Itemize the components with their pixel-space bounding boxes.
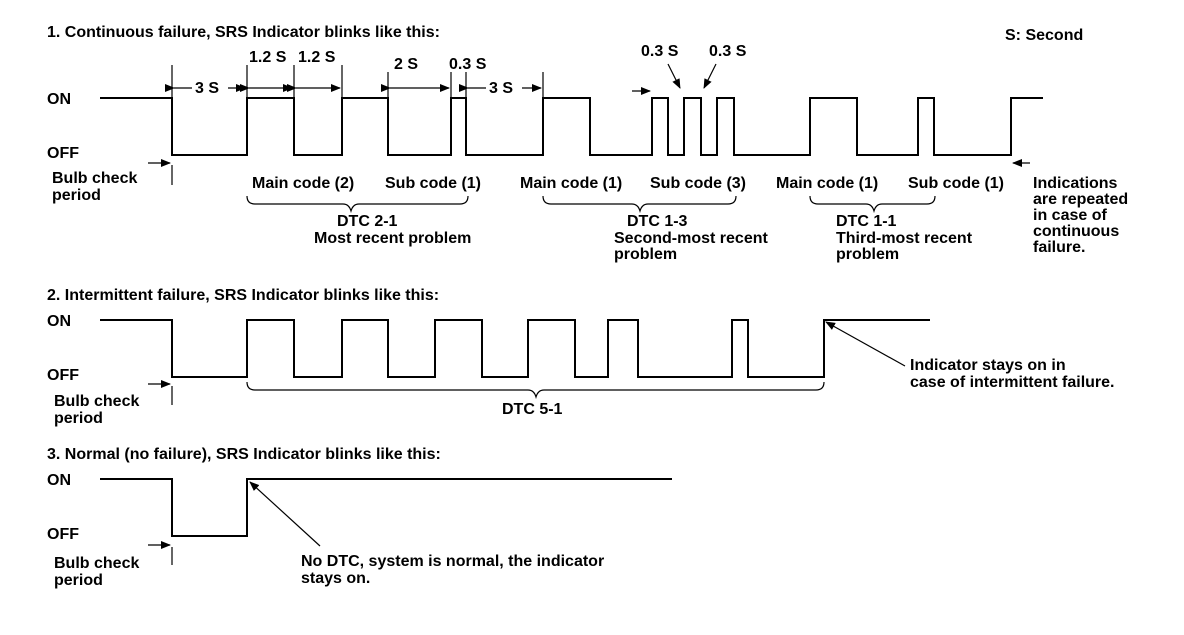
dtc-5-1-label: DTC 5-1 [502, 401, 563, 418]
dim-0-3s-c: 0.3 S [709, 43, 747, 60]
dtc-1-3-desc: Second-most recent [614, 230, 768, 247]
bulb-check-label-3b: period [54, 572, 103, 589]
continuous-failure-waveform [100, 97, 1043, 156]
intermittent-pointer [825, 321, 906, 367]
on-label-3: ON [47, 472, 71, 489]
brace-dtc-1-3 [542, 195, 737, 214]
dtc-1-1-desc2: problem [836, 246, 899, 263]
seconds-legend: S: Second [1005, 27, 1083, 44]
code-sub-1b: Sub code (1) [908, 175, 1004, 192]
normal-note-1: No DTC, system is normal, the indicator [301, 553, 604, 570]
dim-3s-b: 3 S [489, 80, 513, 97]
bulb-check-label-1b: period [52, 187, 101, 204]
section2-title: 2. Intermittent failure, SRS Indicator b… [47, 287, 439, 304]
bulb-check-label-2b: period [54, 410, 103, 427]
repeat-note-3: in case of [1033, 207, 1107, 224]
normal-pointer [249, 481, 321, 547]
dim-2s: 2 S [394, 56, 418, 73]
intermittent-note-2: case of intermittent failure. [910, 374, 1115, 391]
off-label-3: OFF [47, 526, 79, 543]
pointer-0-3s-c [703, 63, 717, 89]
dim-0-3s-a: 0.3 S [449, 56, 487, 73]
on-label-1: ON [47, 91, 71, 108]
off-label-2: OFF [47, 367, 79, 384]
section1-title: 1. Continuous failure, SRS Indicator bli… [47, 24, 440, 41]
dtc-2-1-label: DTC 2-1 [337, 213, 398, 230]
dim-1-2s-b: 1.2 S [298, 49, 336, 66]
brace-dtc-5-1 [246, 381, 825, 400]
off-label-1: OFF [47, 145, 79, 162]
intermittent-failure-waveform [100, 319, 930, 378]
dim-1-2s-a: 1.2 S [249, 49, 287, 66]
on-label-2: ON [47, 313, 71, 330]
repeat-note-5: failure. [1033, 239, 1085, 256]
code-main-1a: Main code (1) [520, 175, 622, 192]
dtc-1-3-label: DTC 1-3 [627, 213, 688, 230]
dtc-1-1-desc: Third-most recent [836, 230, 973, 247]
bulb-check-label-3: Bulb check [54, 555, 139, 572]
code-main-1b: Main code (1) [776, 175, 878, 192]
dim-3s-a: 3 S [195, 80, 219, 97]
section3-title: 3. Normal (no failure), SRS Indicator bl… [47, 446, 441, 463]
intermittent-note-1: Indicator stays on in [910, 357, 1066, 374]
dtc-2-1-desc: Most recent problem [314, 230, 471, 247]
normal-waveform [100, 478, 672, 537]
dim-0-3s-b: 0.3 S [641, 43, 679, 60]
repeat-note-2: are repeated [1033, 191, 1128, 208]
code-main-2: Main code (2) [252, 175, 354, 192]
repeat-note-4: continuous [1033, 223, 1119, 240]
bulb-check-label-2: Bulb check [54, 393, 139, 410]
code-sub-1: Sub code (1) [385, 175, 481, 192]
brace-dtc-2-1 [246, 195, 469, 214]
dtc-1-3-desc2: problem [614, 246, 677, 263]
code-sub-3: Sub code (3) [650, 175, 746, 192]
pointer-0-3s-b [667, 63, 681, 89]
dtc-1-1-label: DTC 1-1 [836, 213, 897, 230]
brace-dtc-1-1 [809, 195, 936, 214]
bulb-check-label-1: Bulb check [52, 170, 137, 187]
normal-note-2: stays on. [301, 570, 370, 587]
repeat-note-1: Indications [1033, 175, 1118, 192]
